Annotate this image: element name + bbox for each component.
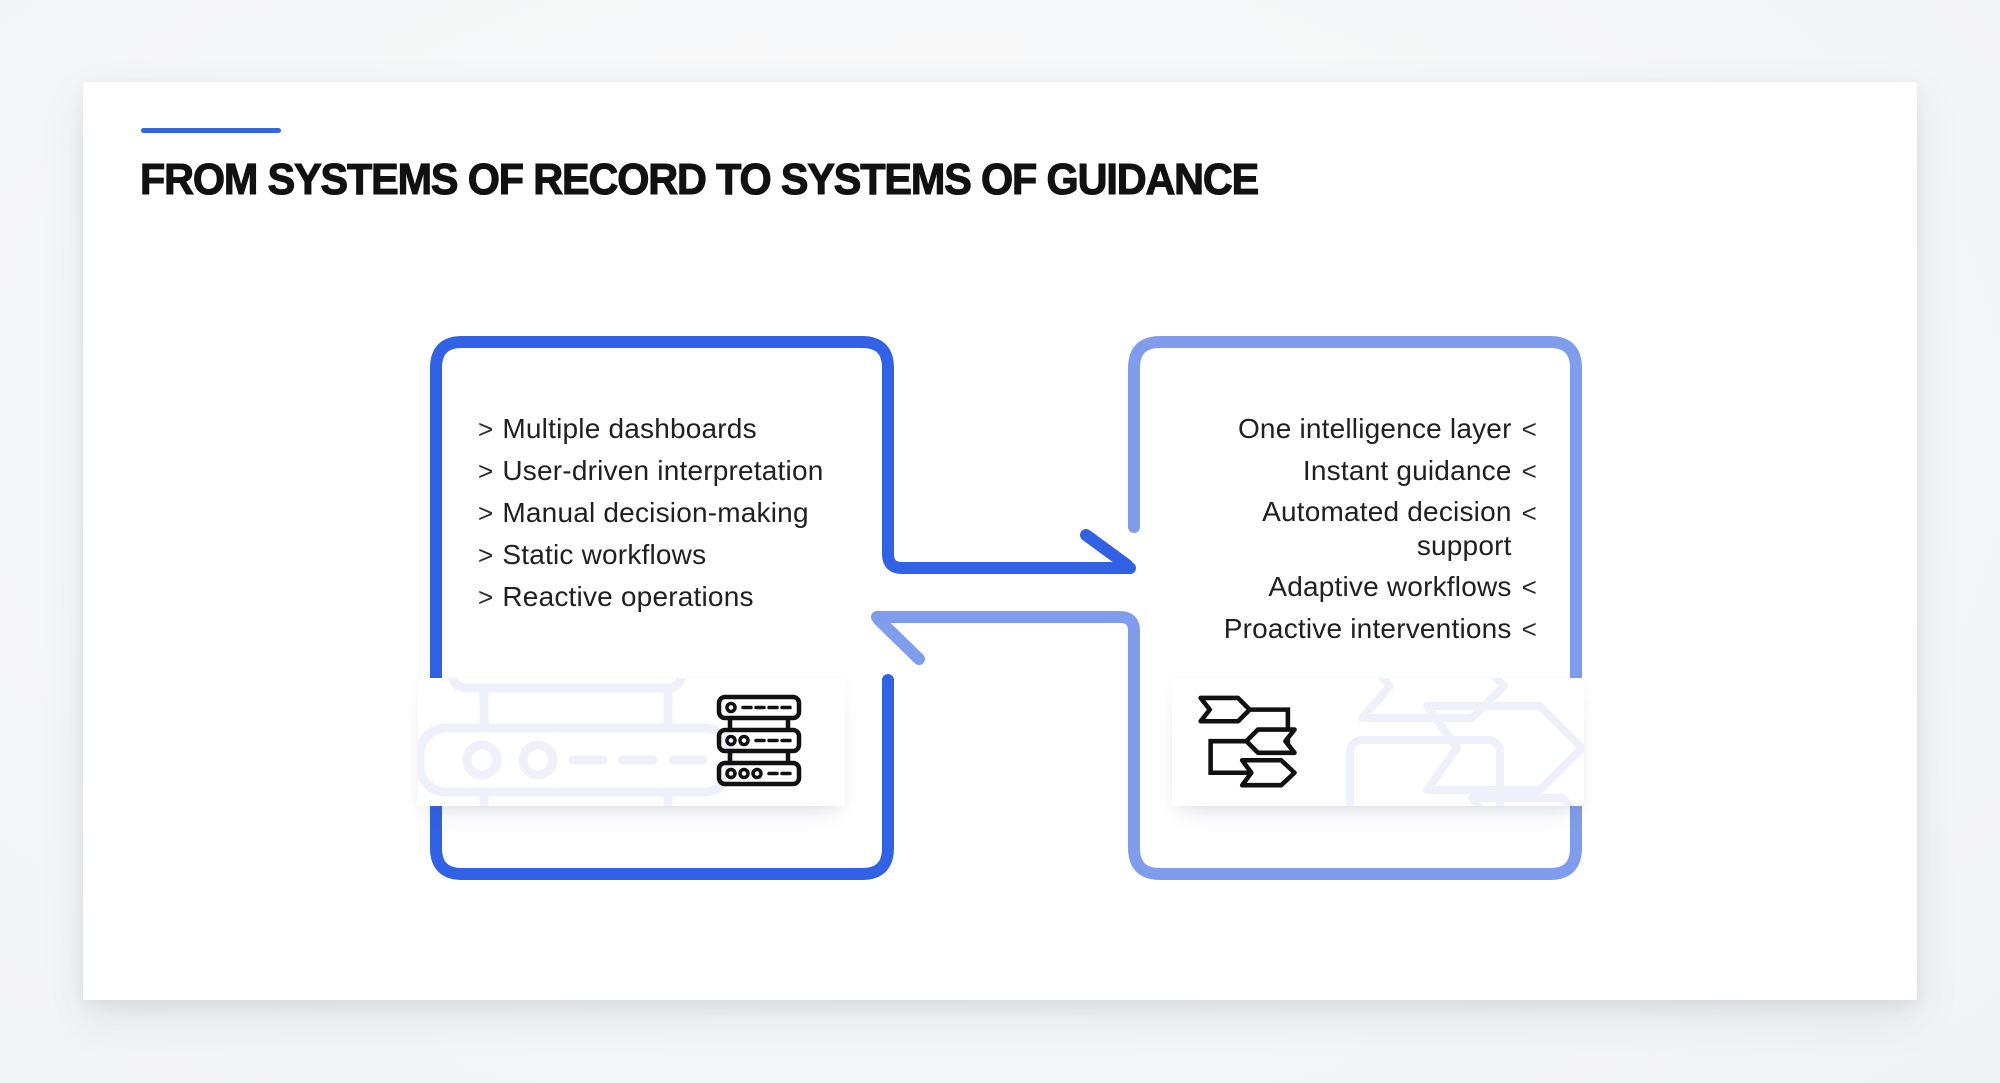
workflow-icon (1198, 695, 1297, 788)
chevron-left-icon: < (1521, 498, 1537, 528)
server-stack-icon (716, 694, 802, 787)
list-item: > Multiple dashboards (478, 408, 824, 450)
right-box-outline-with-arrow (871, 336, 1582, 880)
list-item: Automated decision support < (1262, 492, 1537, 566)
workflow-ghost-pattern-icon (1346, 678, 1584, 806)
chevron-left-icon: < (1521, 414, 1537, 444)
chevron-right-icon: > (478, 455, 494, 486)
chevron-left-icon: < (1521, 614, 1537, 644)
list-item-label: Proactive interventions (1223, 613, 1512, 644)
slide-title: FROM SYSTEMS OF RECORD TO SYSTEMS OF GUI… (139, 154, 1259, 204)
list-item-label: Reactive operations (502, 581, 754, 612)
list-item: > Manual decision-making (478, 492, 824, 534)
chevron-right-icon: > (478, 539, 494, 570)
left-box-list: > Multiple dashboards > User-driven inte… (478, 408, 824, 618)
list-item-label: Instant guidance (1302, 455, 1512, 486)
right-icon-strip (1172, 678, 1584, 806)
chevron-right-icon: > (478, 413, 494, 444)
server-ghost-pattern-icon (418, 678, 735, 806)
list-item: One intelligence layer < (1238, 408, 1537, 450)
chevron-right-icon: > (478, 497, 494, 528)
left-arrowhead-barb (873, 614, 925, 665)
list-item: Instant guidance < (1303, 450, 1537, 492)
list-item: > Static workflows (478, 534, 824, 576)
list-item: > User-driven interpretation (478, 450, 824, 492)
list-item-label: User-driven interpretation (502, 455, 824, 486)
right-arrowhead-barb (1080, 529, 1133, 571)
title-accent-line (141, 128, 281, 133)
chevron-right-icon: > (478, 581, 494, 612)
chevron-left-icon: < (1521, 456, 1537, 486)
list-item: Adaptive workflows < (1268, 566, 1537, 608)
slide-card: FROM SYSTEMS OF RECORD TO SYSTEMS OF GUI… (83, 82, 1917, 1000)
list-item-label: Adaptive workflows (1268, 571, 1512, 602)
left-box-outline-with-arrow (430, 336, 1136, 880)
right-box-list: One intelligence layer < Instant guidanc… (1224, 408, 1537, 650)
list-item: Proactive interventions < (1224, 608, 1537, 650)
left-icon-strip (418, 678, 845, 806)
list-item-label: Static workflows (502, 539, 707, 570)
list-item: > Reactive operations (478, 576, 824, 618)
list-item-label: Automated decision support (1262, 496, 1512, 561)
chevron-left-icon: < (1521, 572, 1537, 602)
list-item-label: Multiple dashboards (502, 413, 757, 444)
list-item-label: One intelligence layer (1237, 413, 1512, 444)
list-item-label: Manual decision-making (502, 497, 809, 528)
boxes-and-arrows-graphic (430, 336, 1582, 880)
